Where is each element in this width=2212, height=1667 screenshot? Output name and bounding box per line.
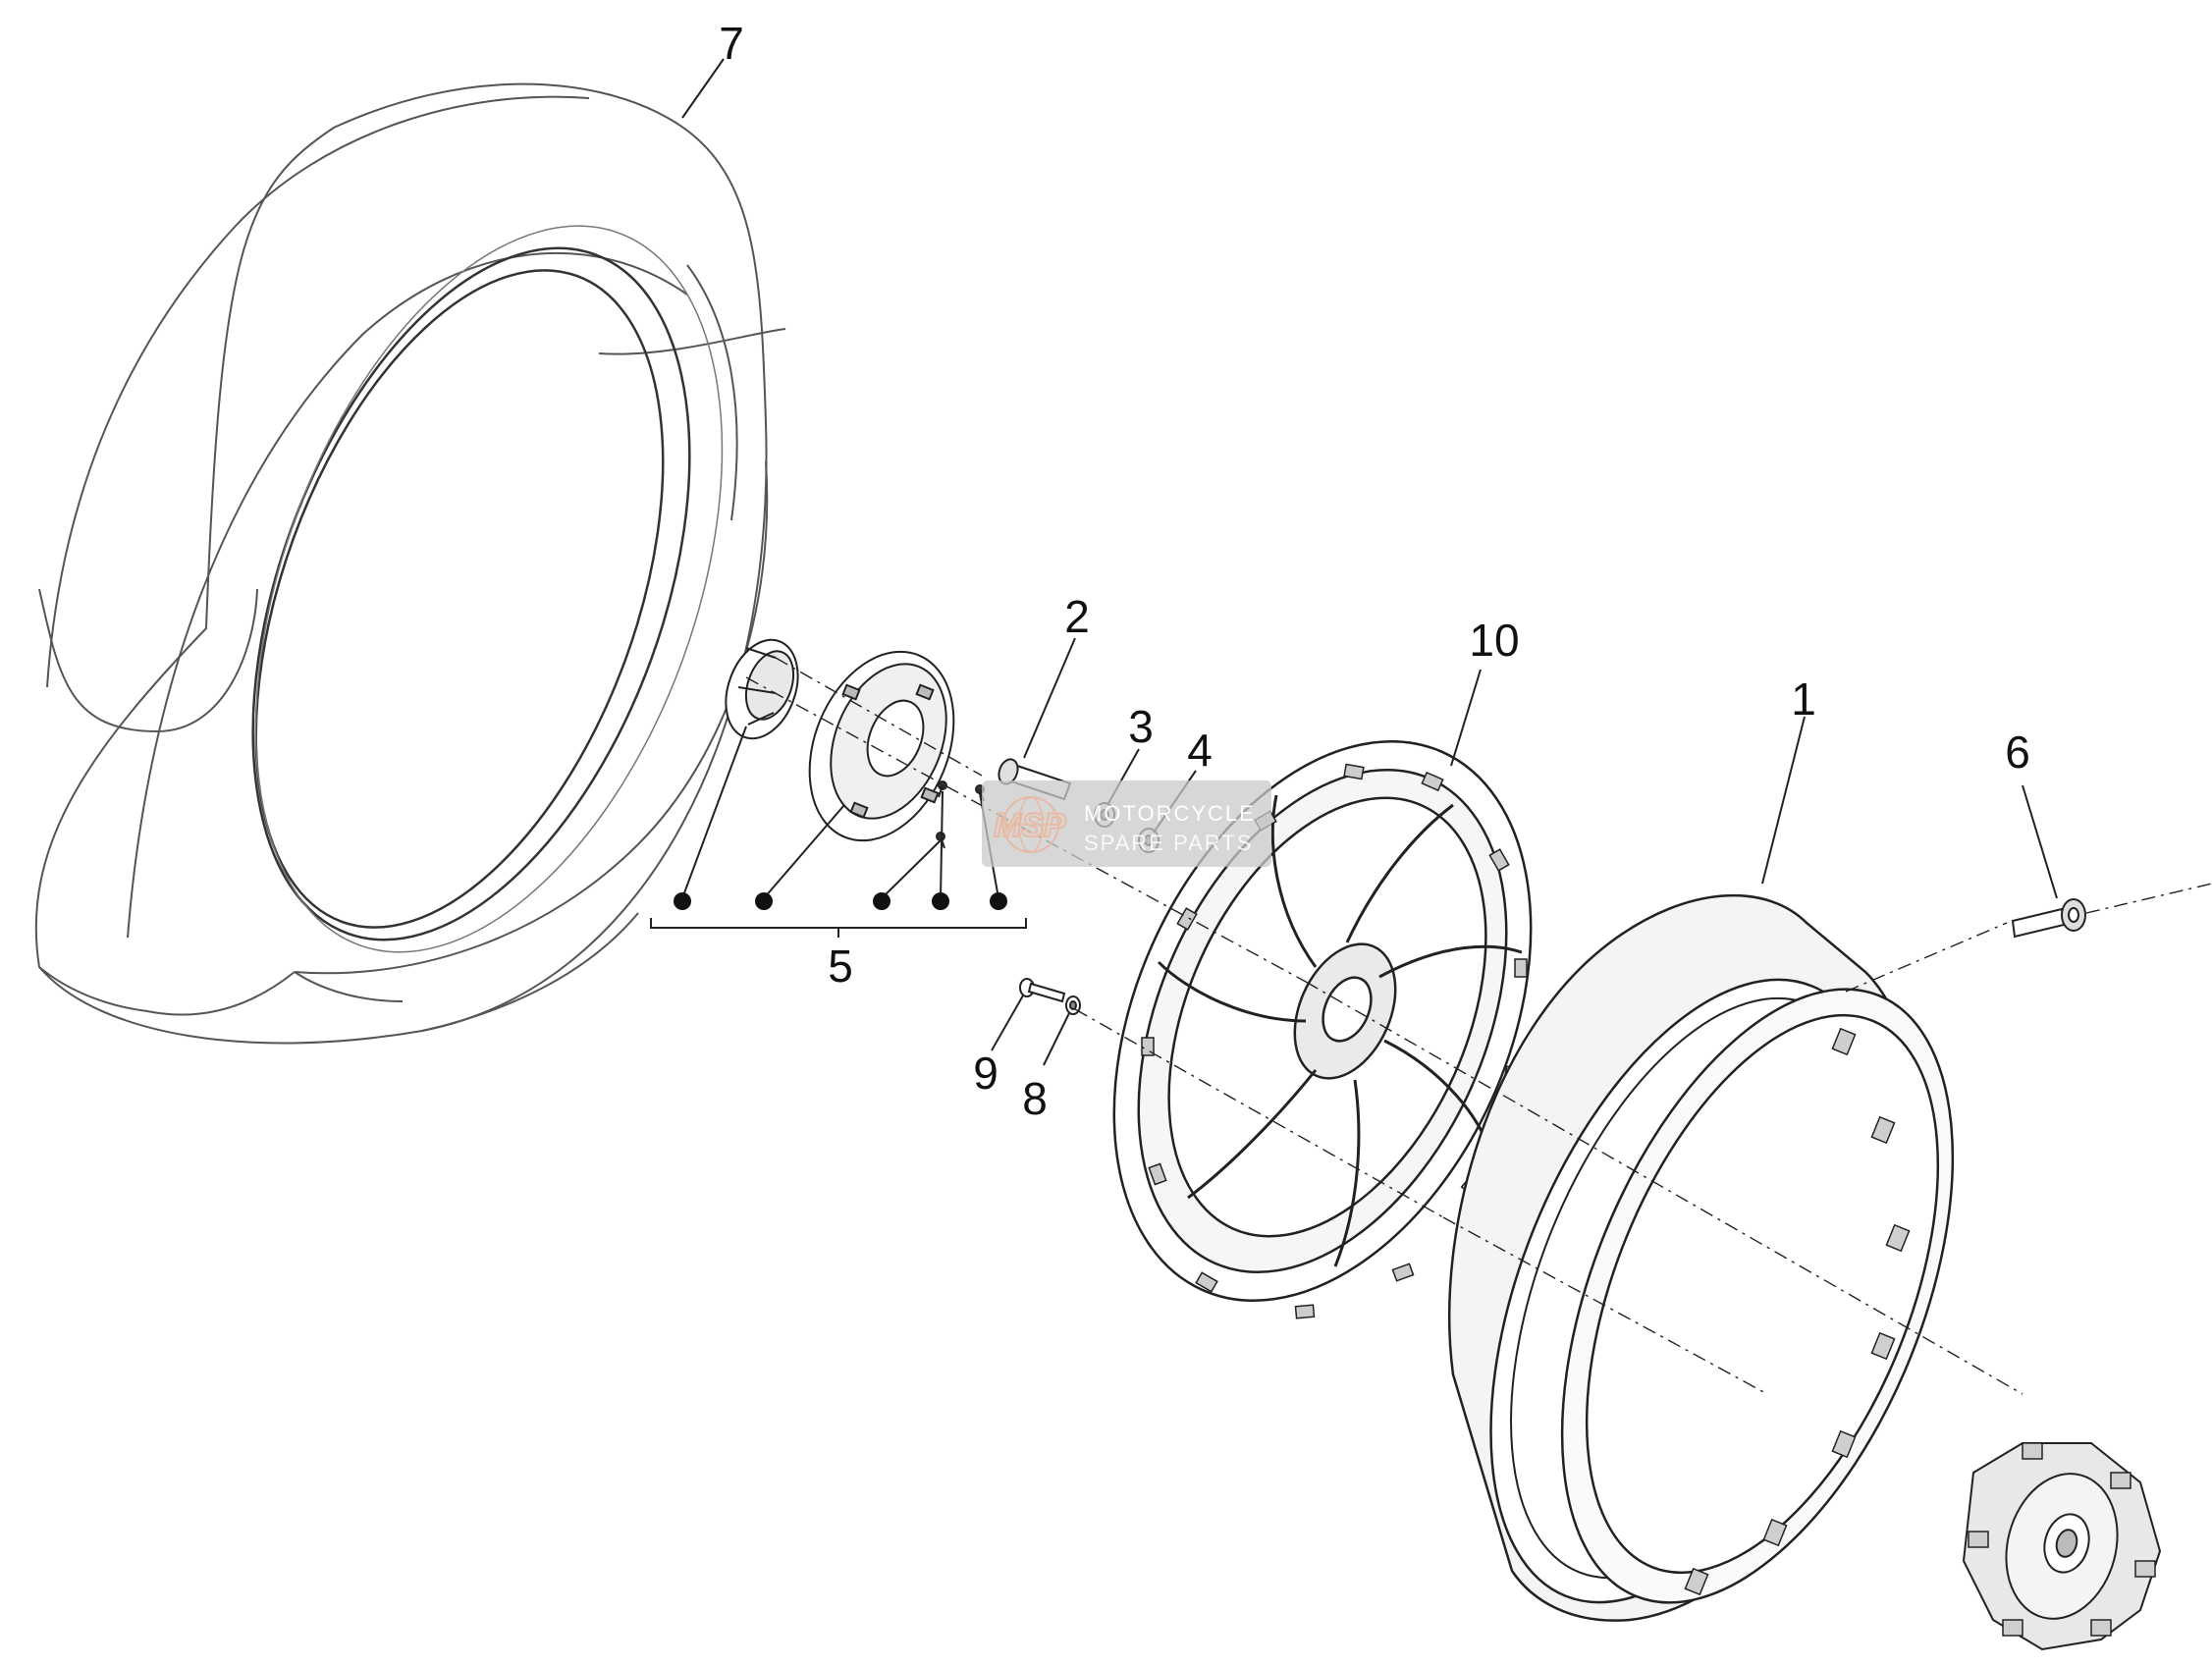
tyre-inner-bead (251, 225, 724, 953)
callout-1: 1 (1791, 673, 1816, 725)
wheel-hub (1962, 1442, 2162, 1651)
tyre (34, 82, 786, 1045)
watermark-line-2: SPARE PARTS (1084, 831, 1253, 855)
rim (1447, 893, 1955, 1622)
callout-5: 5 (828, 941, 853, 992)
valve (2011, 898, 2086, 939)
callout-2: 2 (1064, 591, 1090, 642)
hub-cap-screws (936, 780, 985, 849)
watermark-logo: MSP (994, 807, 1066, 844)
callout-4: 4 (1187, 725, 1213, 776)
watermark-line-1: MOTORCYCLE (1084, 801, 1256, 826)
callout-6: 6 (2005, 726, 2030, 778)
callout-8: 8 (1022, 1073, 1048, 1124)
leader-lines (650, 58, 2058, 1066)
callout-7: 7 (719, 18, 744, 69)
leader-dots (674, 892, 1007, 910)
callout-10: 10 (1469, 615, 1519, 666)
nut (1065, 995, 1081, 1015)
wheel-cover (1112, 739, 1533, 1319)
screw (1019, 978, 1066, 1003)
callout-9: 9 (973, 1048, 998, 1099)
watermark: MSP MOTORCYCLE SPARE PARTS (982, 780, 1271, 867)
hub-cap-outer (808, 650, 955, 842)
hub-cap-inner (725, 638, 799, 740)
callout-3: 3 (1128, 701, 1154, 752)
